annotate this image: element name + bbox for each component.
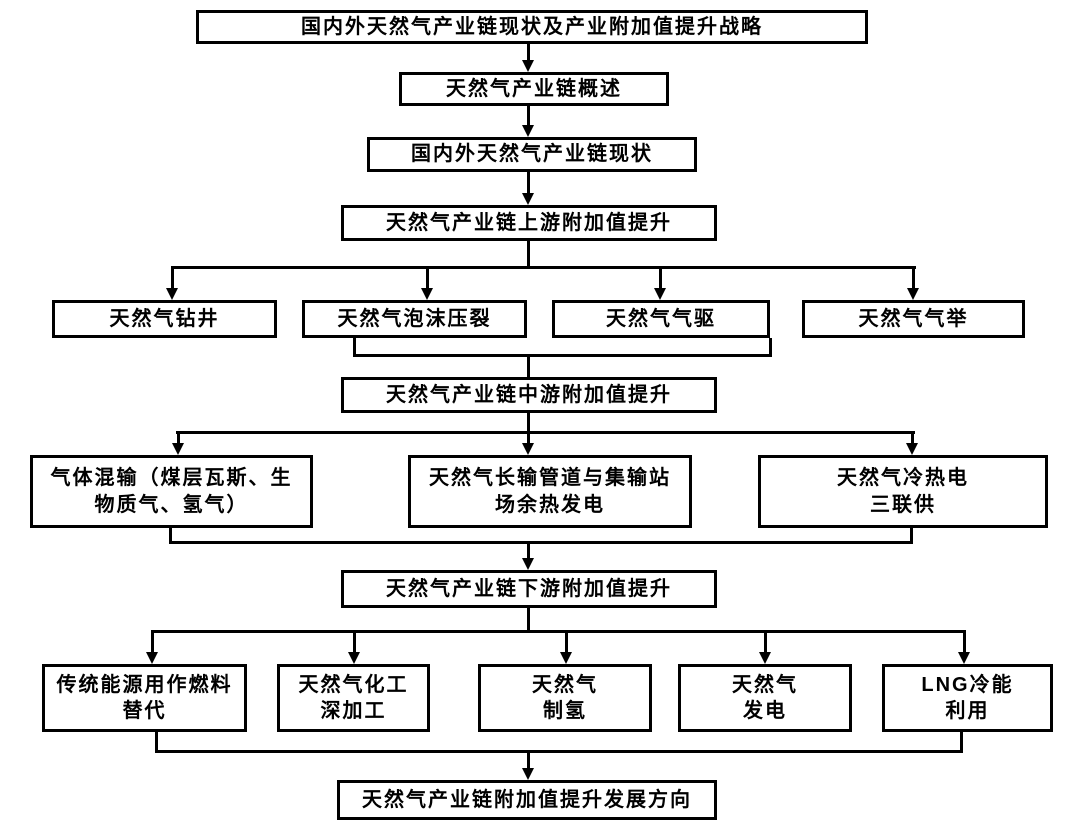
node-lng-cold-energy: LNG冷能 利用 (882, 664, 1053, 732)
arrow-down-icon (421, 288, 433, 300)
node-status: 国内外天然气产业链现状 (367, 137, 697, 172)
flow-line-midstream-rail (353, 354, 772, 357)
arrow-down-icon (654, 288, 666, 300)
flow-line-to-gas-lift (912, 266, 915, 289)
node-midstream: 天然气产业链中游附加值提升 (341, 377, 717, 413)
arrow-down-icon (560, 652, 572, 664)
arrow-down-icon (907, 288, 919, 300)
arrow-down-icon (522, 60, 534, 72)
flow-line-status-upstream (527, 172, 530, 194)
flow-line-overview-status (527, 106, 530, 126)
arrow-down-icon (166, 288, 178, 300)
arrow-down-icon (958, 652, 970, 664)
arrow-down-icon (906, 443, 918, 455)
node-power-generation: 天然气 发电 (678, 664, 852, 732)
flow-line-upstream-rail (172, 266, 916, 269)
node-chemical-deep-processing: 天然气化工 深加工 (277, 664, 430, 732)
flow-line-to-power (764, 630, 767, 654)
node-cchp: 天然气冷热电 三联供 (758, 455, 1048, 528)
flow-line-to-drilling (171, 266, 174, 289)
node-pipeline-waste-heat: 天然气长输管道与集输站 场余热发电 (408, 455, 692, 528)
flow-line-to-lng (963, 630, 966, 654)
arrow-down-icon (172, 443, 184, 455)
flow-line-cchp-down (910, 528, 913, 544)
flow-line-into-downstream (527, 541, 530, 559)
flow-line-fuel-down (155, 732, 158, 753)
flow-line-mixed-down (169, 528, 172, 544)
node-overview: 天然气产业链概述 (399, 72, 669, 106)
arrow-down-icon (146, 652, 158, 664)
arrow-down-icon (522, 443, 534, 455)
node-gas-lift: 天然气气举 (802, 300, 1025, 338)
node-downstream: 天然气产业链下游附加值提升 (341, 570, 717, 608)
flow-line-to-foam-fracturing (426, 266, 429, 289)
arrow-down-icon (759, 652, 771, 664)
flow-line-downstream-stem (527, 608, 530, 633)
flow-line-to-hydrogen (565, 630, 568, 654)
arrow-down-icon (348, 652, 360, 664)
flow-line-upstream-stem (527, 241, 530, 267)
flow-line-root-overview (527, 44, 530, 62)
flow-line-into-midstream (527, 354, 530, 377)
node-development-direction: 天然气产业链附加值提升发展方向 (337, 780, 717, 820)
flow-line-to-cchp (911, 431, 914, 445)
flow-line-into-final (527, 750, 530, 769)
node-foam-fracturing: 天然气泡沫压裂 (302, 300, 527, 338)
flow-line-midstream-stem (527, 413, 530, 434)
flow-line-midstream-dist-rail (176, 431, 915, 434)
flow-line-to-chemical (353, 630, 356, 654)
flow-line-downstream-rail (169, 541, 913, 544)
arrow-down-icon (522, 193, 534, 205)
flow-line-final-rail (155, 750, 963, 753)
flow-line-to-fuel-substitution (151, 630, 154, 654)
arrow-down-icon (522, 125, 534, 137)
flow-line-downstream-dist-rail (152, 630, 965, 633)
node-fuel-substitution: 传统能源用作燃料 替代 (42, 664, 247, 732)
node-root: 国内外天然气产业链现状及产业附加值提升战略 (196, 10, 868, 44)
node-upstream: 天然气产业链上游附加值提升 (341, 205, 717, 241)
flow-line-to-mixed-transport (177, 431, 180, 445)
flow-line-to-pipeline (527, 431, 530, 445)
node-drilling: 天然气钻井 (52, 300, 277, 338)
flow-line-lng-down (960, 732, 963, 753)
flow-line-to-gas-drive (659, 266, 662, 289)
flow-line-foam-down (353, 338, 356, 357)
arrow-down-icon (522, 768, 534, 780)
node-gas-drive: 天然气气驱 (552, 300, 770, 338)
arrow-down-icon (522, 558, 534, 570)
flow-line-gasdrive-down (769, 338, 772, 357)
node-mixed-gas-transport: 气体混输（煤层瓦斯、生 物质气、氢气） (30, 455, 313, 528)
node-hydrogen-production: 天然气 制氢 (478, 664, 652, 732)
